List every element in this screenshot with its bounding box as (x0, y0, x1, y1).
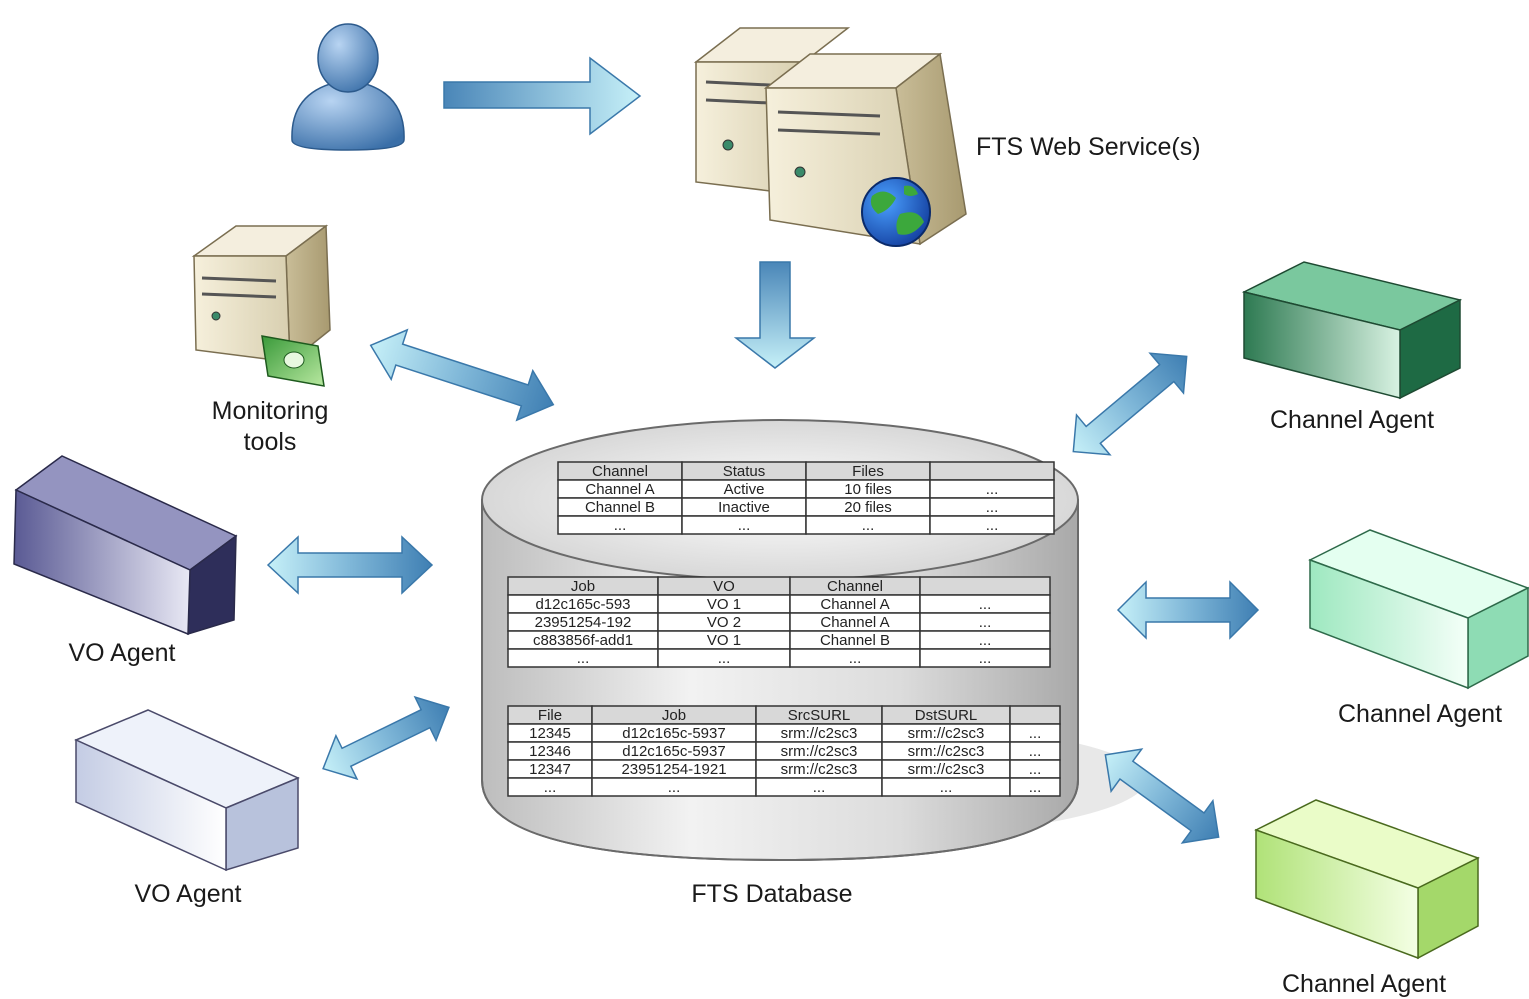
table-header-text: VO (713, 578, 735, 595)
table-cell-text: ... (979, 614, 992, 631)
table-cell-text: ... (718, 650, 731, 667)
table-cell (919, 648, 1051, 668)
monitoring-label-line1: Monitoring (212, 397, 329, 425)
table-cell-text: ... (577, 650, 590, 667)
table-header-text: Files (852, 463, 884, 480)
table-cell-text: ... (1029, 743, 1042, 760)
table-header-text: Status (723, 463, 766, 480)
vo-agent-1-label: VO Agent (68, 639, 175, 667)
money-icon (261, 335, 325, 387)
table-header-cell (1009, 705, 1061, 725)
table-cell-text: 20 files (844, 499, 892, 516)
table-cell-text: Channel B (820, 632, 890, 649)
table-header-text: DstSURL (915, 707, 978, 724)
channel-agent-2-box (1308, 529, 1529, 690)
table-cell-text: ... (986, 481, 999, 498)
monitoring-label-line2: tools (244, 428, 297, 456)
table-cell-text: 12345 (529, 725, 571, 742)
table-cell-text: ... (849, 650, 862, 667)
table-cell-text: Inactive (718, 499, 770, 516)
vo-agent-2-box (74, 709, 300, 872)
table-cell-text: srm://c2sc3 (781, 743, 858, 760)
table-header-text: Job (571, 578, 595, 595)
table-cell-text: VO 1 (707, 632, 741, 649)
arrow-vo-agent-1-database (266, 535, 434, 595)
table-cell-text: Active (724, 481, 765, 498)
files-table: File Job SrcSURL DstSURL 12345 d12c165c-5937 s… (507, 705, 1061, 797)
table-cell-text: ... (862, 517, 875, 534)
table-cell-text: ... (614, 517, 627, 534)
table-cell-text: 12347 (529, 761, 571, 778)
table-cell-text: VO 1 (707, 596, 741, 613)
table-cell-text: ... (979, 632, 992, 649)
channel-agent-1-label: Channel Agent (1270, 406, 1434, 434)
table-header-text: Job (662, 707, 686, 724)
table-cell-text: Channel A (820, 596, 889, 613)
channel-agent-1-box (1241, 261, 1463, 400)
table-cell (1009, 777, 1061, 797)
database-label: FTS Database (691, 880, 852, 908)
table-header-text: SrcSURL (788, 707, 851, 724)
table-cell-text: srm://c2sc3 (908, 725, 985, 742)
table-header-text: Channel (592, 463, 648, 480)
channel-agent-3-box (1254, 799, 1480, 960)
vo-agent-2-label: VO Agent (134, 880, 241, 908)
table-cell-text: ... (986, 499, 999, 516)
arrow-database-channel-agent-3 (1104, 748, 1220, 844)
user-icon (291, 23, 405, 151)
table-cell-text: Channel A (820, 614, 889, 631)
table-cell-text: ... (979, 596, 992, 613)
arrow-webservice-to-database (733, 261, 817, 369)
table-header-cell (929, 461, 1055, 481)
table-cell-text: ... (813, 779, 826, 796)
globe-icon (861, 177, 931, 247)
arrow-vo-agent-2-database (322, 695, 450, 781)
table-cell-text: Channel B (585, 499, 655, 516)
table-cell-text: 23951254-1921 (621, 761, 726, 778)
table-cell-text: c883856f-add1 (533, 632, 633, 649)
table-cell-text: srm://c2sc3 (908, 761, 985, 778)
table-cell-text: ... (1029, 779, 1042, 796)
table-cell-text: ... (940, 779, 953, 796)
table-cell-text: VO 2 (707, 614, 741, 631)
table-cell-text: d12c165c-5937 (622, 725, 725, 742)
table-cell-text: ... (979, 650, 992, 667)
web-service-label: FTS Web Service(s) (976, 133, 1201, 161)
table-cell-text: ... (1029, 761, 1042, 778)
monitoring-server-icon (191, 224, 331, 364)
arrow-user-to-webservice (443, 56, 642, 136)
arrow-database-channel-agent-2 (1116, 580, 1260, 640)
table-cell (929, 515, 1055, 535)
channel-agent-2-label: Channel Agent (1338, 700, 1502, 728)
vo-agent-1-box (13, 455, 238, 636)
table-cell-text: ... (544, 779, 557, 796)
table-cell-text: 23951254-192 (535, 614, 632, 631)
table-header-text: File (538, 707, 562, 724)
table-cell-text: ... (738, 517, 751, 534)
table-cell-text: srm://c2sc3 (781, 725, 858, 742)
table-cell-text: d12c165c-593 (535, 596, 630, 613)
table-cell-text: srm://c2sc3 (781, 761, 858, 778)
table-header-text: Channel (827, 578, 883, 595)
table-cell-text: ... (668, 779, 681, 796)
table-cell-text: Channel A (585, 481, 654, 498)
channel-agent-3-label: Channel Agent (1282, 970, 1446, 998)
arrow-database-channel-agent-1 (1072, 352, 1188, 456)
table-cell-text: d12c165c-5937 (622, 743, 725, 760)
table-cell-text: ... (1029, 725, 1042, 742)
jobs-table: Job VO Channel d12c165c-593 VO 1 Channel A...… (507, 576, 1051, 668)
table-cell-text: srm://c2sc3 (908, 743, 985, 760)
arrow-monitoring-database (369, 328, 555, 422)
table-cell-text: ... (986, 517, 999, 534)
table-cell-text: 10 files (844, 481, 892, 498)
table-header-cell (919, 576, 1051, 596)
table-cell-text: 12346 (529, 743, 571, 760)
